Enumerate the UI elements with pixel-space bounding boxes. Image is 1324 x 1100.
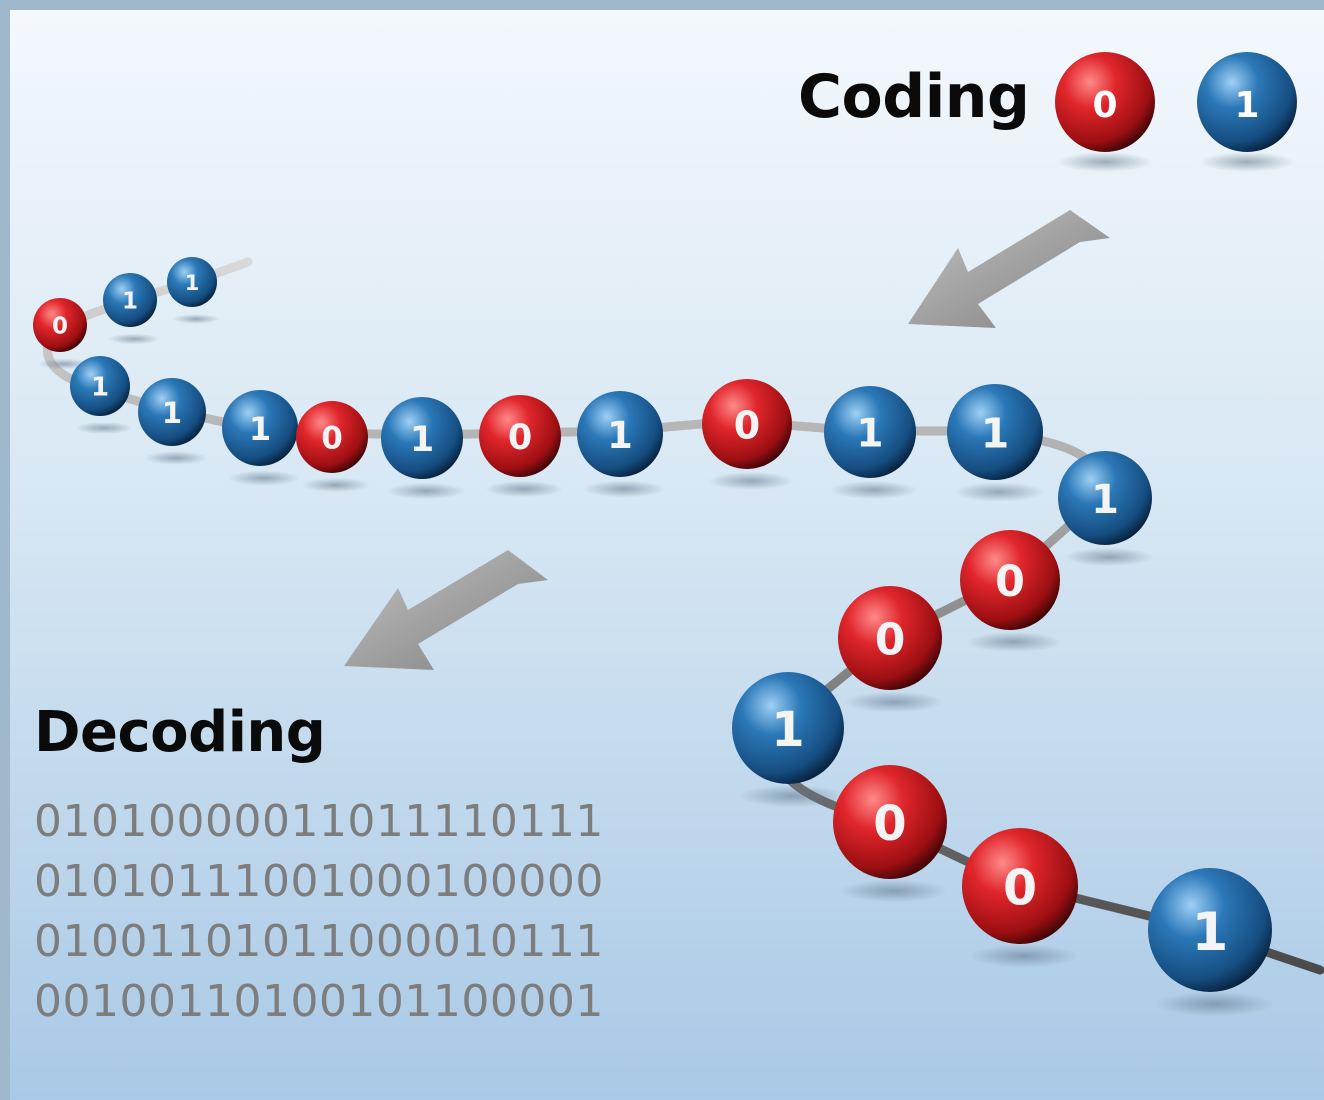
bead-one: 1 bbox=[1058, 451, 1152, 545]
bead-digit: 1 bbox=[856, 412, 883, 457]
bead-shadow bbox=[839, 879, 949, 903]
bead-shadow bbox=[143, 451, 209, 465]
bead-digit: 0 bbox=[873, 796, 906, 852]
legend-one-digit: 1 bbox=[1234, 85, 1259, 126]
bead-shadow bbox=[172, 314, 220, 324]
bead-one: 1 bbox=[947, 384, 1043, 480]
bead-shadow bbox=[966, 632, 1062, 652]
bead-shadow bbox=[738, 784, 846, 808]
bead-shadow bbox=[953, 482, 1045, 502]
bead-digit: 1 bbox=[185, 271, 200, 295]
bead-zero: 0 bbox=[479, 395, 561, 477]
bead-one: 1 bbox=[577, 391, 663, 477]
bead-one: 1 bbox=[167, 257, 217, 307]
binary-line: 01001101011000010111 bbox=[34, 916, 604, 967]
arrow-chain-to-decoding bbox=[344, 550, 548, 670]
bead-digit: 0 bbox=[52, 314, 68, 340]
arrow-coding-to-chain bbox=[908, 210, 1110, 328]
bead-shadow bbox=[38, 358, 90, 370]
coding-title: Coding bbox=[798, 62, 1030, 132]
binary-line: 01010111001000100000 bbox=[34, 856, 604, 907]
binary-line: 01010000011011110111 bbox=[34, 796, 604, 847]
bead-shadow bbox=[227, 470, 301, 486]
bead-zero: 0 bbox=[702, 379, 792, 469]
bead-zero: 0 bbox=[960, 530, 1060, 630]
bead-shadow bbox=[1064, 547, 1154, 567]
bead-one: 1 bbox=[138, 378, 206, 446]
bead-one: 1 bbox=[824, 386, 916, 478]
bead-one: 1 bbox=[732, 672, 844, 784]
bead-shadow bbox=[830, 480, 918, 500]
bead-shadow bbox=[583, 480, 665, 498]
bead-zero: 0 bbox=[838, 586, 942, 690]
bead-one: 1 bbox=[222, 390, 298, 466]
bead-digit: 1 bbox=[249, 410, 271, 448]
bead-one: 1 bbox=[103, 273, 157, 327]
bead-digit: 1 bbox=[162, 396, 182, 430]
bead-digit: 0 bbox=[1003, 860, 1037, 917]
bead-digit: 1 bbox=[981, 409, 1010, 457]
bead-shadow bbox=[387, 482, 465, 500]
bead-digit: 1 bbox=[91, 373, 109, 403]
bead-digit: 0 bbox=[508, 418, 532, 458]
bead-digit: 0 bbox=[321, 421, 343, 457]
bead-digit: 0 bbox=[995, 557, 1025, 607]
bead-one: 1 bbox=[381, 397, 463, 479]
bead-one: 1 bbox=[70, 356, 130, 416]
bead-shadow bbox=[1155, 991, 1273, 1017]
binary-line: 00100110100101100001 bbox=[34, 976, 604, 1027]
bead-shadow bbox=[968, 944, 1080, 968]
bead-shadow bbox=[844, 691, 944, 713]
bead-digit: 0 bbox=[734, 403, 760, 447]
bead-digit: 1 bbox=[771, 702, 804, 758]
bead-shadow bbox=[301, 477, 371, 493]
bead-shadow bbox=[75, 422, 133, 434]
bead-shadow bbox=[108, 333, 160, 345]
bead-shadow bbox=[708, 472, 794, 490]
bead-digit: 0 bbox=[875, 615, 906, 666]
diagram-canvas: 1 1 0 1 1 1 0 1 0 1 0 1 1 1 0 0 1 0 0 1 0 1 Coding Decoding… bbox=[10, 10, 1324, 1100]
decoded-binary-block: 01010000011011110111 0101011100100010000… bbox=[34, 792, 604, 1032]
decoding-title: Decoding bbox=[34, 700, 326, 765]
bead-zero: 0 bbox=[833, 765, 947, 879]
bead-digit: 1 bbox=[1091, 477, 1119, 523]
bead-one: 1 bbox=[1148, 868, 1272, 992]
bead-digit: 1 bbox=[410, 420, 434, 460]
bead-zero: 0 bbox=[296, 401, 368, 473]
bead-digit: 1 bbox=[1192, 902, 1229, 963]
dna-storage-diagram: 1 1 0 1 1 1 0 1 0 1 0 1 1 1 0 0 1 0 0 1 0 1 bbox=[33, 52, 1324, 1017]
legend-zero-digit: 0 bbox=[1092, 85, 1117, 126]
bead-zero: 0 bbox=[962, 828, 1078, 944]
legend-beads: 0 1 bbox=[1055, 52, 1297, 172]
bead-shadow bbox=[485, 480, 563, 498]
bead-zero: 0 bbox=[33, 298, 87, 352]
legend-bead-zero: 0 bbox=[1055, 52, 1155, 152]
bead-digit: 1 bbox=[607, 414, 633, 457]
legend-bead-one: 1 bbox=[1197, 52, 1297, 152]
bead-digit: 1 bbox=[122, 289, 138, 315]
